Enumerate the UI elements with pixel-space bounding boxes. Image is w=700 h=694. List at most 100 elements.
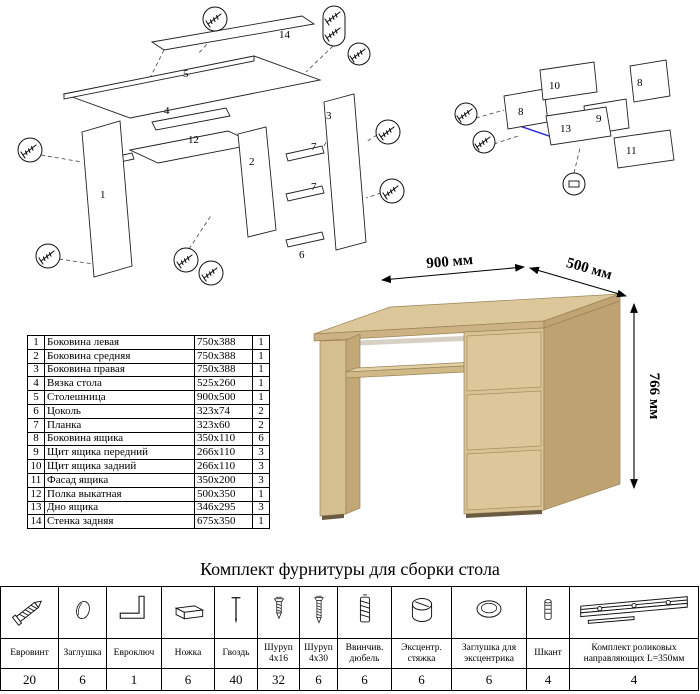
part-name: Планка bbox=[44, 417, 195, 433]
part-size: 350х200 bbox=[194, 472, 253, 488]
drawer-facade bbox=[613, 129, 675, 169]
hardware-icon-row bbox=[0, 586, 699, 639]
nail-icon bbox=[231, 597, 241, 624]
left-leg-front bbox=[319, 339, 347, 517]
part-label: 5 bbox=[183, 68, 189, 80]
desk-body bbox=[313, 293, 621, 520]
part-size: 323х60 bbox=[194, 417, 253, 433]
part-qty: 1 bbox=[252, 362, 270, 378]
hardware-qty: 6 bbox=[391, 668, 452, 691]
hardware-icon-cell bbox=[106, 586, 162, 639]
right-side-panel bbox=[323, 93, 367, 251]
hardware-qty: 32 bbox=[257, 668, 300, 691]
part-label: 4 bbox=[164, 105, 170, 117]
drawer-front-3 bbox=[466, 449, 542, 511]
hardware-icon-cell bbox=[451, 586, 527, 639]
hardware-qty-row: 20 6 1 6 40 32 6 6 6 6 4 4 bbox=[0, 668, 699, 691]
part-number: 13 bbox=[27, 500, 45, 516]
part-label: 13 bbox=[560, 123, 572, 135]
rail-strip-top bbox=[285, 145, 325, 162]
part-qty: 6 bbox=[252, 431, 270, 447]
hardware-qty: 40 bbox=[214, 668, 258, 691]
part-name: Вязка стола bbox=[44, 376, 195, 392]
exploded-view-desk: 14 5 4 12 2 1 3 7 7 6 bbox=[17, 5, 405, 286]
hardware-qty: 6 bbox=[337, 668, 392, 691]
part-name: Боковина средняя bbox=[44, 348, 195, 364]
part-label: 8 bbox=[637, 77, 643, 89]
drawer-leader-lines bbox=[475, 109, 581, 174]
exploded-view-drawer: 8 10 8 9 13 11 bbox=[454, 59, 675, 196]
part-name: Цоколь bbox=[44, 403, 195, 419]
part-name: Боковина ящика bbox=[44, 431, 195, 447]
part-size: 750х388 bbox=[194, 348, 253, 364]
back-rail-panel bbox=[151, 107, 231, 131]
hardware-qty: 4 bbox=[569, 668, 699, 691]
hardware-icon-cell bbox=[337, 586, 392, 639]
part-number: 12 bbox=[27, 486, 45, 502]
part-qty: 3 bbox=[252, 500, 270, 516]
part-name: Боковина правая bbox=[44, 362, 195, 378]
part-qty: 1 bbox=[252, 376, 270, 392]
hardware-name: Шуруп 4х16 bbox=[257, 638, 300, 669]
part-size: 500х350 bbox=[194, 486, 253, 502]
left-leg-side bbox=[345, 333, 361, 515]
part-label: 2 bbox=[249, 156, 255, 168]
depth-label: 500 мм bbox=[564, 255, 613, 283]
hardware-name: Гвоздь bbox=[214, 638, 258, 669]
drawer-front-2 bbox=[466, 390, 542, 451]
hardware-name: Шкант bbox=[526, 638, 570, 669]
cam-cap-icon bbox=[476, 600, 502, 618]
drawer-front-1 bbox=[466, 331, 542, 392]
part-number: 8 bbox=[27, 431, 45, 447]
dimension-annotations bbox=[381, 263, 638, 489]
hardware-qty: 6 bbox=[299, 668, 338, 691]
part-label: 8 bbox=[518, 106, 524, 118]
hardware-icon-cell bbox=[58, 586, 107, 639]
part-size: 346х295 bbox=[194, 500, 253, 516]
hardware-icon-cell bbox=[526, 586, 570, 639]
drawer-panels bbox=[503, 59, 675, 169]
back-wall-panel bbox=[150, 15, 316, 51]
hardware-icon-cell bbox=[257, 586, 300, 639]
part-size: 323х74 bbox=[194, 403, 253, 419]
part-number: 10 bbox=[27, 459, 45, 474]
part-number: 1 bbox=[27, 335, 45, 350]
part-qty: 3 bbox=[252, 459, 270, 474]
hex-key-icon bbox=[119, 595, 145, 619]
hardware-name-row: Евровинт Заглушка Евроключ Ножка Гвоздь … bbox=[0, 638, 699, 669]
part-number: 7 bbox=[27, 417, 45, 433]
hardware-name: Комплект роликовых направляющих L=350мм bbox=[569, 638, 699, 669]
euro-screw-icon bbox=[11, 600, 42, 626]
drawer-bottom bbox=[545, 106, 612, 146]
screw-long-icon bbox=[313, 595, 324, 624]
hardware-name: Шуруп 4х30 bbox=[299, 638, 338, 669]
drawer-side-left bbox=[503, 88, 549, 130]
pedestal-foot bbox=[466, 510, 542, 518]
hardware-icon-cell bbox=[214, 586, 258, 639]
part-number: 9 bbox=[27, 445, 45, 461]
height-label: 766 мм bbox=[646, 373, 662, 420]
desk-part-labels: 14 5 4 12 2 1 3 7 7 6 bbox=[100, 29, 332, 261]
pedestal-side bbox=[543, 300, 621, 511]
hardware-name: Заглушка для эксцентрика bbox=[451, 638, 527, 669]
hardware-kit-title: Комплект фурнитуры для сборки стола bbox=[200, 559, 500, 579]
eccentric-cam-icon bbox=[411, 598, 432, 622]
hardware-name: Ножка bbox=[161, 638, 215, 669]
part-qty: 1 bbox=[252, 486, 270, 502]
part-label: 3 bbox=[326, 110, 332, 122]
part-size: 900х500 bbox=[194, 390, 253, 405]
part-number: 11 bbox=[27, 472, 45, 488]
drawer-back bbox=[539, 61, 598, 101]
hardware-icon-cell bbox=[391, 586, 452, 639]
part-qty: 1 bbox=[252, 348, 270, 364]
part-qty: 3 bbox=[252, 472, 270, 488]
hardware-icon-cell bbox=[299, 586, 338, 639]
part-name: Фасад ящика bbox=[44, 472, 195, 488]
part-label: 7 bbox=[311, 181, 317, 193]
